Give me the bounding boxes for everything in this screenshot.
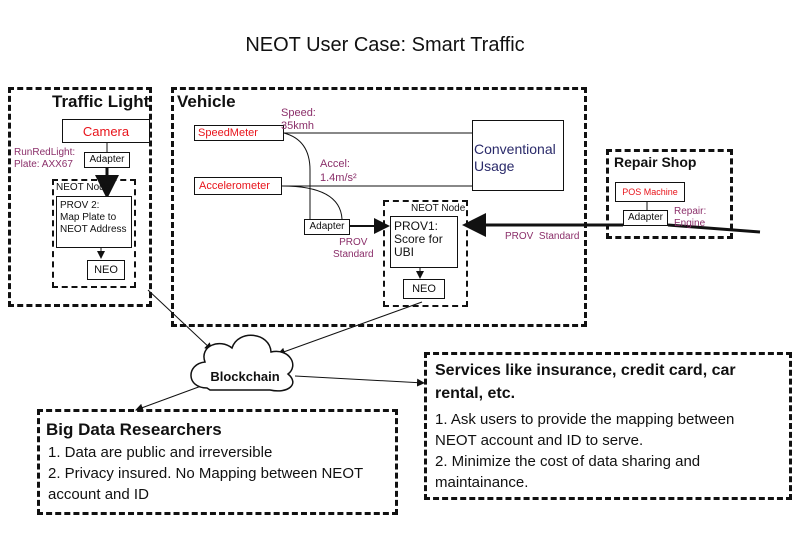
- traffic-to-blockchain-arrow: [147, 289, 213, 351]
- speed-label: Speed:: [281, 107, 316, 119]
- pos-machine-box: POS Machine: [615, 182, 685, 202]
- repair-link-line: [667, 223, 761, 234]
- researchers-line-2: 2. Privacy insured. No Mapping between N…: [48, 465, 363, 503]
- blockchain-to-services-arrow: [294, 375, 425, 387]
- vehicle-neot-node-label: NEOT Node: [411, 203, 466, 214]
- repair-adapter-box: Adapter: [623, 210, 668, 226]
- blockchain-label: Blockchain: [210, 369, 280, 384]
- vehicle-adapter-box: Adapter: [304, 219, 350, 235]
- conventional-usage-box: Conventional Usage: [472, 120, 564, 191]
- services-line-2: 2. Minimize the cost of data sharing and…: [435, 453, 701, 491]
- traffic-neot-node: [52, 179, 136, 288]
- repair-shop-title: Repair Shop: [614, 154, 697, 170]
- researchers-title: Big Data Researchers: [46, 420, 222, 439]
- vehicle-to-blockchain-arrow: [277, 301, 423, 356]
- accel-label: Accel:: [320, 158, 350, 170]
- services-line-1: 1. Ask users to provide the mapping betw…: [435, 411, 735, 449]
- traffic-neo-box: NEO: [87, 260, 125, 280]
- speed-value: 35kmh: [281, 120, 315, 132]
- traffic-neot-node-label: NEOT Node: [56, 182, 111, 193]
- repair-engine-label: Repair: Engine: [674, 206, 707, 229]
- vehicle-neo-box: NEO: [403, 279, 445, 299]
- services-title: Services like insurance, credit card, ca…: [435, 362, 736, 402]
- diagram-title: NEOT User Case: Smart Traffic: [245, 34, 525, 56]
- traffic-light-title: Traffic Light: [52, 92, 150, 111]
- researchers-section: [37, 409, 398, 515]
- prov1-box: PROV1: Score for UBI: [390, 216, 458, 268]
- traffic-light-section: [8, 87, 152, 307]
- vehicle-title: Vehicle: [177, 92, 236, 111]
- prov2-box: PROV 2: Map Plate to NEOT Address: [56, 196, 132, 248]
- accel-value: 1.4m/s²: [320, 172, 357, 184]
- accelerometer-box: Accelerometer: [194, 177, 282, 195]
- vehicle-prov-standard-label: PROV Standard: [333, 237, 374, 260]
- cloud-icon: [190, 334, 294, 392]
- researchers-line-1: 1. Data are public and irreversible: [48, 444, 273, 461]
- vehicle-neot-node: [383, 200, 468, 307]
- camera-box: Camera: [62, 119, 150, 143]
- plate-label: Plate: AXX67: [14, 159, 73, 170]
- traffic-adapter-box: Adapter: [84, 152, 130, 168]
- accel-to-adapter-line: [281, 185, 343, 220]
- vehicle-section: [171, 87, 587, 327]
- blockchain-to-researchers-arrow: [135, 384, 205, 412]
- speedometer-box: SpeedMeter: [194, 125, 284, 141]
- repair-shop-section: [606, 149, 733, 239]
- speed-to-adapter-line: [283, 132, 311, 219]
- repair-prov-standard-label: PROV Standard: [505, 231, 580, 242]
- run-red-light-label: RunRedLight:: [14, 147, 76, 158]
- services-section: [424, 352, 792, 500]
